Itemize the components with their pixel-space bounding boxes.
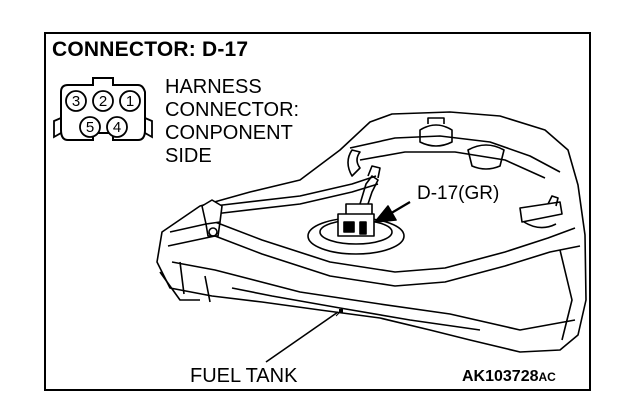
pin-1	[119, 90, 141, 112]
figure-code: AK103728AC	[462, 368, 556, 386]
figure-frame	[44, 32, 591, 391]
pin-2	[92, 90, 114, 112]
harness-connector-label: HARNESS CONNECTOR: CONPONENT SIDE	[165, 76, 299, 168]
harness-label-line-2: CONNECTOR:	[165, 99, 300, 121]
pin-3	[65, 90, 87, 112]
pin-1-label: 1	[126, 93, 134, 110]
figure-code-suffix: AC	[538, 370, 556, 384]
harness-label-line-4: SIDE	[165, 145, 212, 167]
harness-label-line-1: HARNESS	[165, 76, 262, 98]
connector-face-icon: 3 2 1 5 4	[53, 77, 153, 141]
pin-4	[106, 116, 128, 138]
figure-code-main: AK103728	[462, 368, 539, 385]
pin-5	[79, 116, 101, 138]
connector-callout-label: D-17(GR)	[417, 183, 500, 204]
pin-2-label: 2	[99, 93, 107, 110]
pin-4-label: 4	[113, 119, 121, 136]
fuel-tank-illustration	[156, 111, 587, 363]
pin-3-label: 3	[72, 93, 80, 110]
pin-5-label: 5	[86, 119, 94, 136]
figure-title: CONNECTOR: D-17	[52, 38, 249, 61]
harness-label-line-3: CONPONENT	[165, 122, 293, 144]
fuel-tank-label: FUEL TANK	[190, 365, 298, 387]
